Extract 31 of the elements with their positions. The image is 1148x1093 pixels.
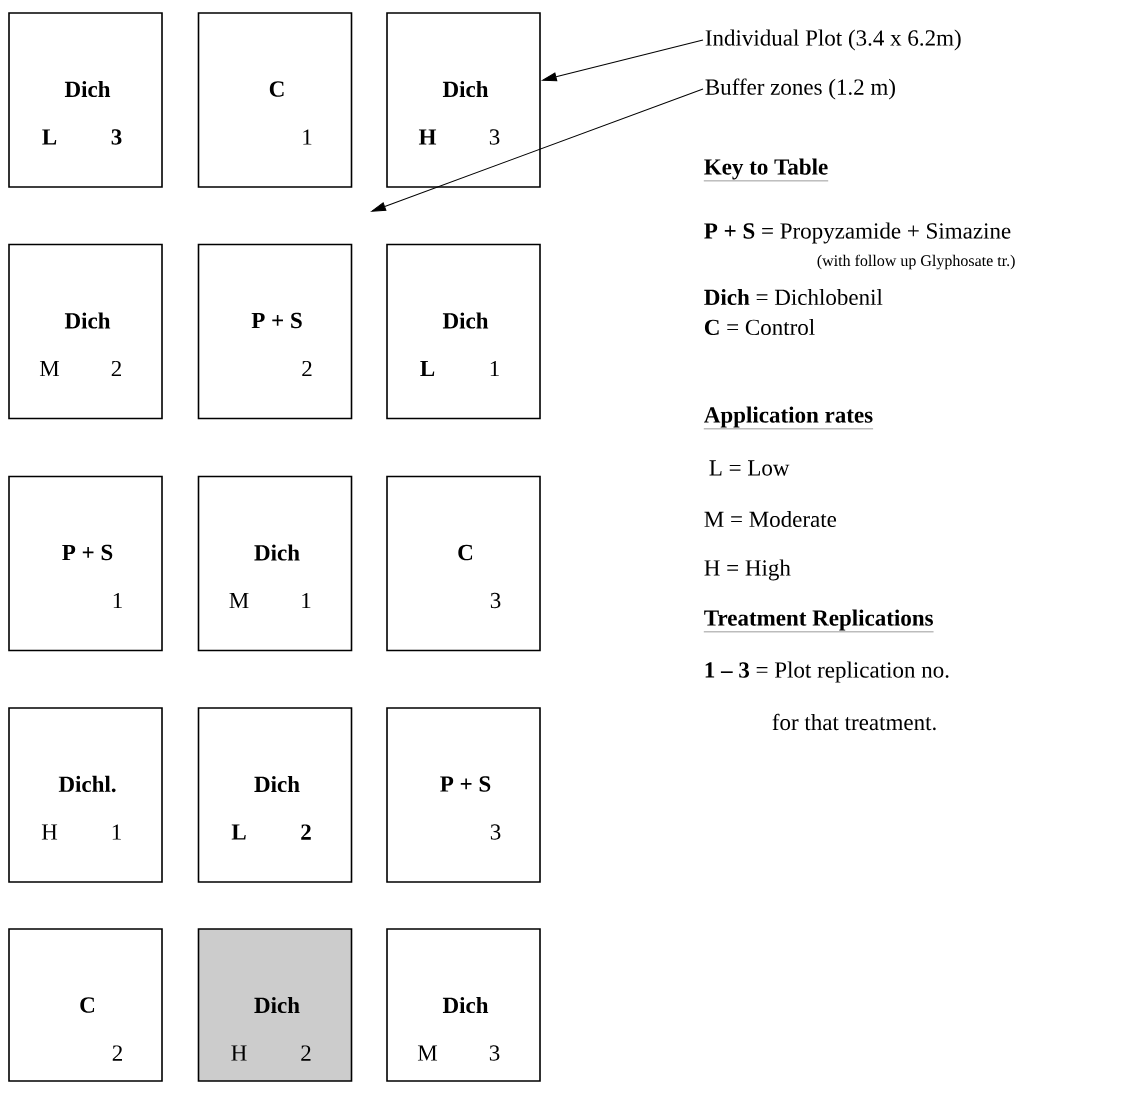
plot-box: P + S 1 bbox=[8, 475, 163, 652]
plot-box: C 2 bbox=[8, 928, 163, 1082]
plot-box: Dichl. H 1 bbox=[8, 707, 163, 883]
key-entry: L = Low bbox=[709, 460, 790, 476]
key-entry: 1 – 3 = Plot replication no. bbox=[705, 661, 949, 683]
key-entry: H = High bbox=[704, 559, 791, 581]
plot-box: Dich L 2 bbox=[197, 707, 353, 883]
plot-box: Dich L 3 bbox=[8, 12, 163, 188]
key-entry: C = Control bbox=[704, 318, 815, 336]
plot-box: Dich L 1 bbox=[386, 243, 541, 420]
plot-box: Dich H 2 bbox=[197, 928, 353, 1082]
key-entry: M = Moderate bbox=[704, 510, 837, 528]
plot-box: Dich H 3 bbox=[386, 12, 541, 188]
plot-box: P + S 3 bbox=[386, 707, 541, 883]
key-heading: Treatment Replications bbox=[703, 609, 934, 633]
key-note: (with follow up Glyphosate tr.) bbox=[817, 254, 1015, 270]
plot-box: P + S 2 bbox=[197, 243, 353, 420]
plot-box: Dich M 3 bbox=[386, 928, 541, 1082]
key-heading: Application rates bbox=[703, 406, 874, 430]
key-heading: Key to Table bbox=[703, 158, 829, 182]
plot-box: Dich M 2 bbox=[8, 243, 163, 420]
key-entry: P + S = Propyzamide + Simazine bbox=[704, 222, 1011, 244]
plot-box: C 3 bbox=[386, 475, 541, 652]
plot-label: Individual Plot (3.4 x 6.2m) bbox=[705, 29, 961, 51]
key-entry: for that treatment. bbox=[772, 713, 936, 731]
key-entry: Dich = Dichlobenil bbox=[704, 288, 883, 306]
leader-arrow bbox=[542, 39, 704, 82]
plot-label: Buffer zones (1.2 m) bbox=[705, 78, 895, 100]
plot-box: Dich M 1 bbox=[197, 475, 353, 652]
leader-arrow bbox=[371, 88, 704, 212]
plot-box: C 1 bbox=[197, 12, 353, 188]
